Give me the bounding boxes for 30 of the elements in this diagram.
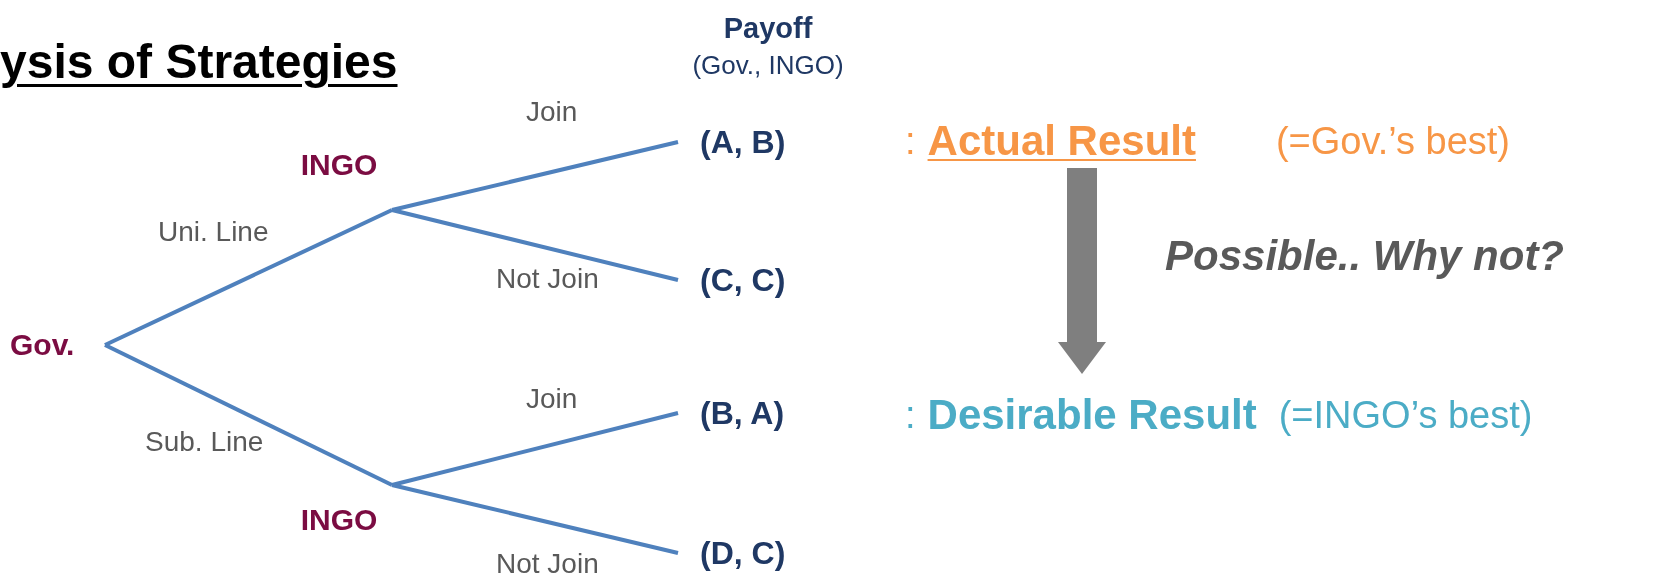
- payoff-value: (C, C): [700, 264, 786, 296]
- edge-label: Possible.. Why not?: [1165, 235, 1565, 277]
- edge-label: Not Join: [496, 265, 599, 293]
- tree-branch: [391, 483, 679, 555]
- player-name: INGO: [300, 505, 378, 535]
- result-note: (=Gov.’s best): [1275, 122, 1511, 160]
- player-name: INGO: [300, 150, 378, 180]
- result-heading: Desirable Result: [927, 394, 1257, 436]
- result-note: (=INGO’s best): [1278, 396, 1533, 434]
- colon: :: [905, 396, 916, 434]
- edge-label: Not Join: [496, 550, 599, 578]
- payoff-value: (D, C): [700, 537, 786, 569]
- payoff-value: (A, B): [700, 126, 786, 158]
- block-arrow: [1058, 168, 1106, 374]
- tree-branch: [391, 208, 679, 282]
- edge-label: Join: [526, 385, 578, 413]
- tree-branch: [391, 140, 679, 212]
- tree-branch: [391, 411, 679, 487]
- tree-branch: [104, 208, 393, 347]
- player-name: Gov.: [10, 330, 75, 360]
- tree-branch: [104, 343, 393, 487]
- column-heading: Payoff: [723, 14, 813, 43]
- payoff-value: (B, A): [700, 397, 785, 429]
- edge-label: Sub. Line: [145, 428, 264, 456]
- column-subheading: (Gov., INGO): [692, 52, 844, 78]
- result-heading: Actual Result: [927, 120, 1196, 162]
- edge-label: Uni. Line: [158, 218, 269, 246]
- title: ysis of Strategies: [0, 38, 398, 86]
- edge-label: Join: [526, 98, 578, 126]
- colon: :: [905, 122, 916, 160]
